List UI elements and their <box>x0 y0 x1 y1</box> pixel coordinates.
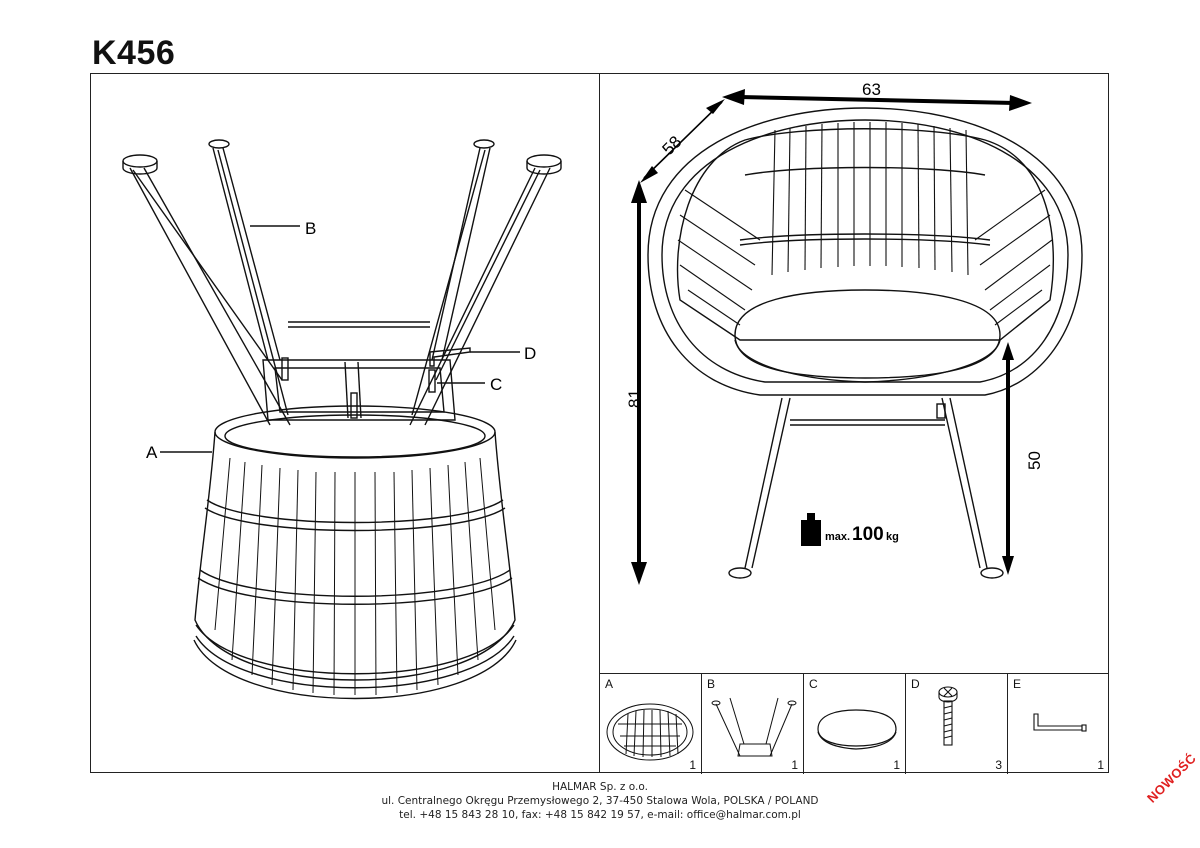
basket-part-icon <box>606 703 694 761</box>
part-letter-d: D <box>911 677 920 691</box>
part-cell-e: E 1 <box>1008 674 1109 774</box>
part-letter-c: C <box>809 677 818 691</box>
part-letter-a: A <box>605 677 614 691</box>
callout-c-label: C <box>490 375 502 394</box>
part-cell-c: C 1 <box>804 674 906 774</box>
part-qty-b: 1 <box>791 758 798 772</box>
part-cell-b: B 1 <box>702 674 804 774</box>
assembly-illustration: B A D C <box>122 139 562 700</box>
callout-a-label: A <box>146 443 158 462</box>
part-qty-c: 1 <box>893 758 900 772</box>
footer-address: ul. Centralnego Okręgu Przemysłowego 2, … <box>381 795 819 807</box>
cushion-part-icon <box>817 709 897 750</box>
legs-part-icon <box>711 697 797 757</box>
max-load-value: 100 <box>852 524 884 545</box>
parts-table: A 1 B 1 C 1 <box>600 673 1109 774</box>
dimension-depth-label: 58 <box>659 132 686 159</box>
dimension-illustration: 63 58 81 50 max. 100 kg <box>625 80 1083 585</box>
part-qty-a: 1 <box>689 758 696 772</box>
part-letter-e: E <box>1013 677 1022 691</box>
weight-icon <box>801 513 821 546</box>
footer-contact: tel. +48 15 843 28 10, fax: +48 15 842 1… <box>399 809 801 821</box>
max-load-prefix: max. <box>825 531 850 543</box>
dimension-width-label: 63 <box>862 80 881 99</box>
part-letter-b: B <box>707 677 716 691</box>
panel-divider <box>599 73 601 773</box>
footer-company: HALMAR Sp. z o.o. <box>552 781 648 793</box>
product-code: K456 <box>92 34 176 72</box>
dimension-height-label: 81 <box>625 389 644 408</box>
dimension-seat-height-label: 50 <box>1025 451 1044 470</box>
part-qty-d: 3 <box>995 758 1002 772</box>
callout-d-label: D <box>524 344 536 363</box>
max-load-unit: kg <box>886 531 899 543</box>
part-qty-e: 1 <box>1097 758 1104 772</box>
part-cell-d: D 3 <box>906 674 1008 774</box>
bolt-part-icon <box>938 686 958 746</box>
callout-b-label: B <box>305 219 316 238</box>
allen-key-part-icon <box>1033 713 1087 732</box>
part-cell-a: A 1 <box>600 674 702 774</box>
